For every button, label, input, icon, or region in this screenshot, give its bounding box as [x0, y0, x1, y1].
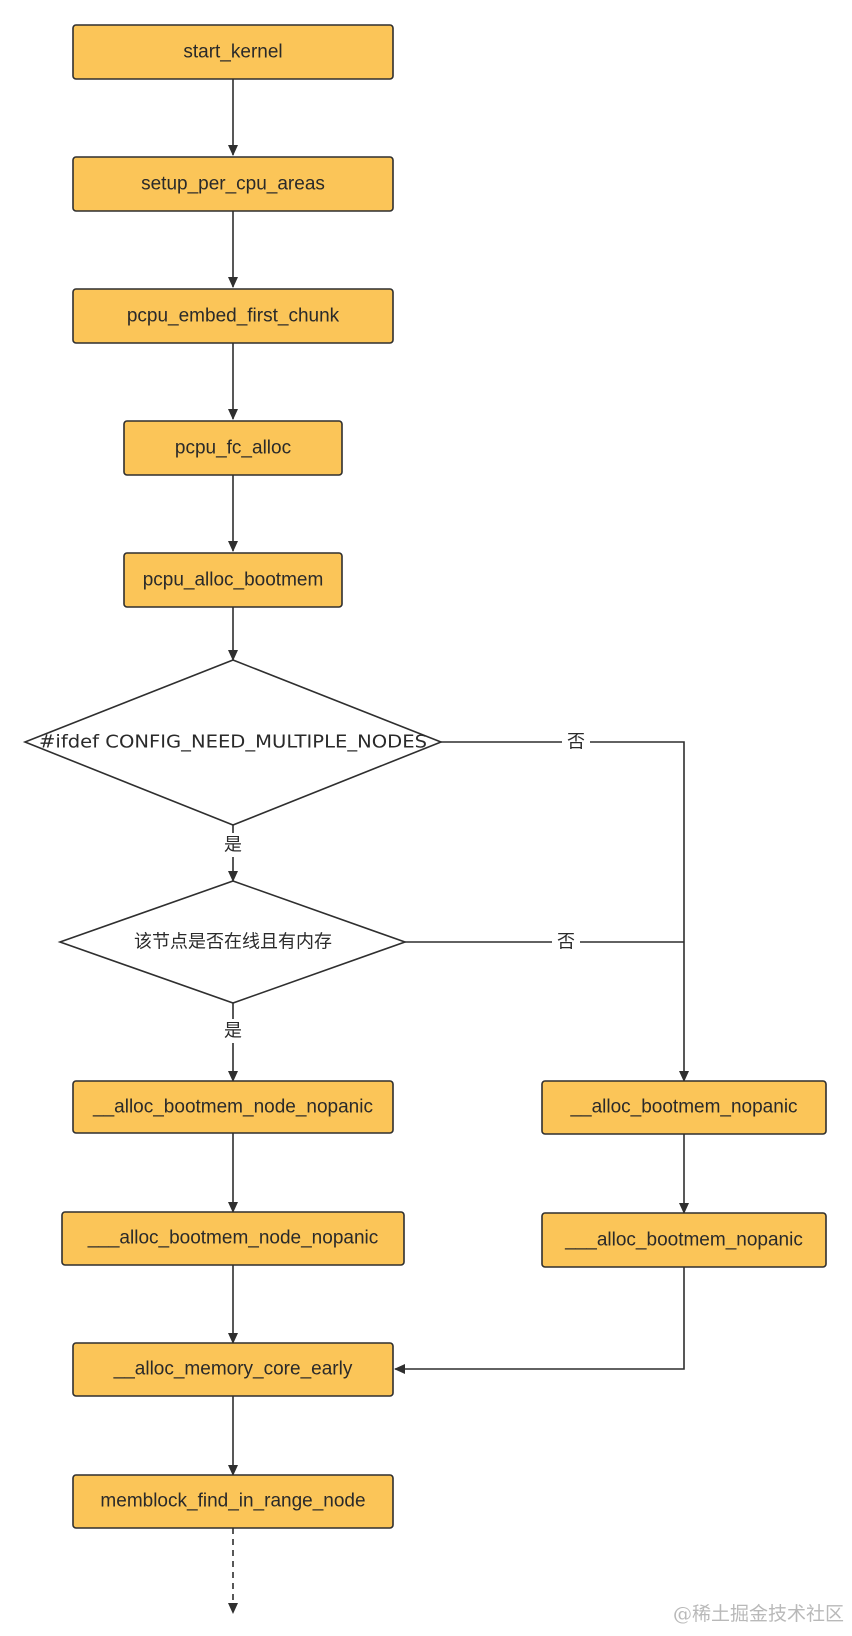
node-alloc-memory-core-early-label: __alloc_memory_core_early: [113, 1359, 353, 1380]
node-alloc-bootmem-node-nopanic-label: __alloc_bootmem_node_nopanic: [92, 1097, 373, 1118]
watermark: @稀土掘金技术社区: [673, 1603, 844, 1625]
node-pcpu-fc-alloc: pcpu_fc_alloc: [123, 420, 343, 476]
node-pcpu-alloc-bootmem-label: pcpu_alloc_bootmem: [143, 570, 324, 591]
node-alloc-bootmem-nopanic-label: __alloc_bootmem_nopanic: [569, 1097, 797, 1118]
node-alloc-bootmem-nopanic-inner: ___alloc_bootmem_nopanic: [541, 1212, 827, 1268]
node-alloc-bootmem-node-nopanic-inner-label: ___alloc_bootmem_node_nopanic: [87, 1228, 379, 1249]
node-alloc-bootmem-node-nopanic: __alloc_bootmem_node_nopanic: [72, 1080, 394, 1134]
node-pcpu-alloc-bootmem: pcpu_alloc_bootmem: [123, 552, 343, 608]
node-setup-per-cpu-areas-label: setup_per_cpu_areas: [141, 174, 325, 195]
node-pcpu-embed-first-chunk: pcpu_embed_first_chunk: [72, 288, 394, 344]
node-setup-per-cpu-areas: setup_per_cpu_areas: [72, 156, 394, 212]
node-pcpu-fc-alloc-label: pcpu_fc_alloc: [175, 438, 291, 459]
label-yes-2: 是: [224, 1021, 242, 1042]
node-pcpu-embed-first-chunk-label: pcpu_embed_first_chunk: [127, 306, 340, 327]
node-alloc-memory-core-early: __alloc_memory_core_early: [72, 1342, 394, 1397]
node-alloc-bootmem-nopanic: __alloc_bootmem_nopanic: [541, 1080, 827, 1135]
node-memblock-find-in-range-node: memblock_find_in_range_node: [72, 1474, 394, 1529]
decision-multiple-nodes: #ifdef CONFIG_NEED_MULTIPLE_NODES: [22, 659, 444, 826]
edge-labels: 否 是 否 是: [219, 730, 590, 1043]
decision-node-online: 该节点是否在线且有内存: [57, 880, 408, 1004]
label-yes-1: 是: [224, 835, 242, 856]
decision-node-online-label: 该节点是否在线且有内存: [134, 932, 332, 953]
label-no-2: 否: [557, 932, 575, 953]
decision-multiple-nodes-label: #ifdef CONFIG_NEED_MULTIPLE_NODES: [39, 732, 427, 753]
edge-cond1-no: [441, 741, 689, 1082]
node-memblock-find-in-range-node-label: memblock_find_in_range_node: [100, 1491, 365, 1512]
node-alloc-bootmem-node-nopanic-inner: ___alloc_bootmem_node_nopanic: [61, 1211, 405, 1266]
label-no-1: 否: [567, 732, 585, 753]
edge-nopanic-inner-to-core-early: [394, 1267, 685, 1374]
node-start-kernel: start_kernel: [72, 24, 394, 80]
node-alloc-bootmem-nopanic-inner-label: ___alloc_bootmem_nopanic: [564, 1230, 803, 1251]
node-start-kernel-label: start_kernel: [183, 42, 282, 63]
